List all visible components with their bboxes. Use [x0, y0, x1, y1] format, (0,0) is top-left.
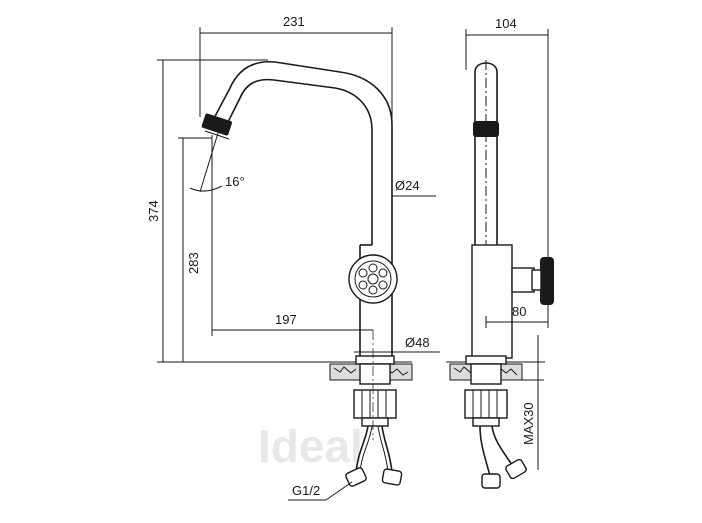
dim-max-thickness: MAX30 [521, 402, 536, 445]
handle-hole [368, 263, 378, 273]
dim-pipe-diameter: Ø24 [395, 178, 420, 193]
dim-spout-reach: 197 [275, 312, 297, 327]
side-hose-fitting-left [481, 473, 501, 489]
side-hose-right [491, 425, 515, 469]
dim-spout-angle: 16° [225, 174, 245, 189]
handle-hole [378, 268, 388, 278]
dim-body-diameter: Ø48 [405, 335, 430, 350]
side-handle-collar [531, 269, 542, 291]
side-handle-knob [540, 257, 554, 305]
nut-ribs [361, 390, 387, 418]
hose-fitting-right [381, 468, 403, 486]
handle-hole [358, 280, 368, 290]
handle-knob-inner [354, 260, 392, 298]
handle-hole [367, 273, 379, 285]
side-hose-left [479, 425, 491, 477]
dim-depth-total: 104 [495, 16, 517, 31]
side-view [446, 60, 554, 489]
side-base-flange [465, 355, 507, 365]
dim-width-total: 231 [283, 14, 305, 29]
mounting-nut [353, 389, 397, 419]
hose-left [355, 425, 369, 473]
nut-bottom [361, 417, 389, 427]
base-shank [359, 363, 391, 385]
hose-fitting-left [345, 467, 367, 487]
side-mounting-nut [464, 389, 508, 419]
dim-thread: G1/2 [292, 483, 320, 498]
side-base-shank [470, 363, 502, 385]
dim-spout-height: 283 [186, 252, 201, 274]
dim-height-total: 374 [146, 200, 161, 222]
handle-hole [358, 268, 368, 278]
side-body [471, 244, 513, 359]
side-handle-stem [511, 267, 535, 293]
handle-hole [378, 280, 388, 290]
aerator-nozzle [201, 113, 232, 136]
front-view [201, 61, 413, 487]
side-nut-ribs [472, 390, 498, 418]
hose-right-inner [377, 425, 389, 473]
handle-knob [348, 254, 398, 304]
base-flange [355, 355, 395, 365]
side-hose-fitting-right [505, 458, 527, 480]
front-dimensions: 231 374 283 197 16° Ø24 Ø48 G1/2 [146, 14, 440, 501]
spout-inner [225, 78, 373, 245]
watermark: Ideal [258, 420, 363, 472]
side-nut-bottom [472, 417, 500, 427]
side-counter-hatch [453, 366, 518, 376]
hose-right [381, 425, 393, 473]
handle-hole [368, 285, 378, 295]
spout-outer [211, 61, 393, 245]
angle-line [199, 132, 219, 193]
leader-thread [325, 481, 353, 501]
dim-handle-offset: 80 [512, 304, 526, 319]
side-dimensions: 104 80 MAX30 [465, 16, 549, 470]
angle-arc [189, 185, 223, 192]
